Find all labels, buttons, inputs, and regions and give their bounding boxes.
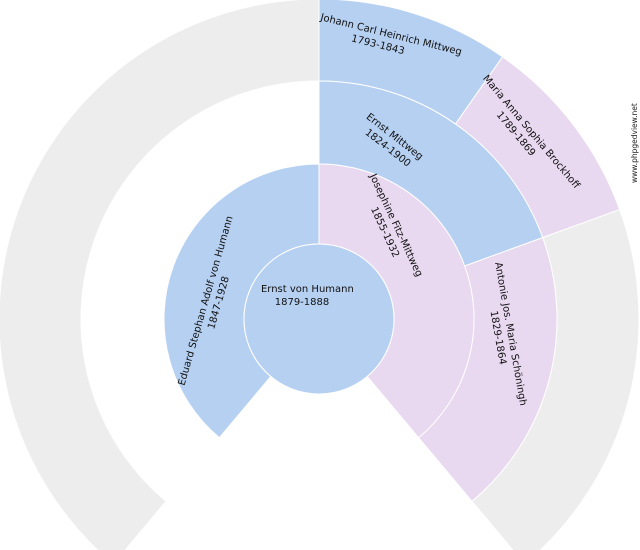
watermark-text: www.phpgedview.net (630, 103, 639, 183)
root-person-circle[interactable] (243, 243, 395, 395)
root-person-years: 1879-1888 (275, 297, 330, 308)
root-person-label[interactable]: Ernst von Humann 1879-1888 (261, 284, 357, 308)
root-person-name: Ernst von Humann (261, 284, 354, 295)
paternal-ancestors-empty-sector[interactable] (0, 0, 320, 550)
